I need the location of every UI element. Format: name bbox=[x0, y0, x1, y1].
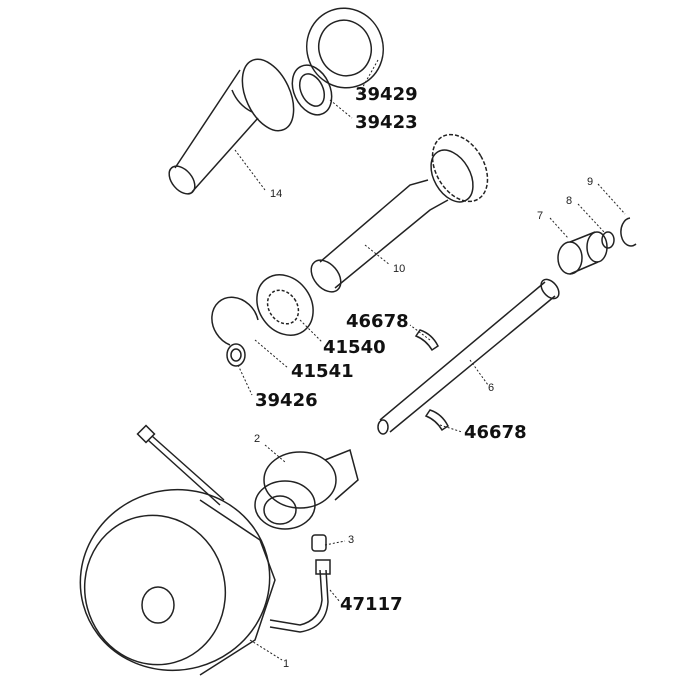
part-number-gasket: 39429 bbox=[355, 84, 418, 105]
pipe-part bbox=[136, 424, 331, 633]
circlip-part bbox=[211, 296, 259, 346]
part-number-circlip: 41541 bbox=[291, 361, 354, 382]
ref-ring-9: 9 bbox=[587, 176, 594, 188]
ref-clutch: 1 bbox=[283, 658, 290, 670]
ring-9-part bbox=[620, 217, 637, 247]
ref-ring-8: 8 bbox=[566, 195, 573, 207]
release-bearing-part bbox=[254, 448, 359, 530]
clutch-part bbox=[79, 488, 276, 676]
part-number-needle-upper: 46678 bbox=[346, 311, 409, 332]
ref-bearing-cage: 7 bbox=[537, 210, 544, 222]
part-number-seal-small: 39426 bbox=[255, 390, 318, 411]
ref-tube: 14 bbox=[270, 188, 283, 200]
part-number-needle-lower: 46678 bbox=[464, 422, 527, 443]
leader-lines bbox=[234, 59, 489, 661]
needle-bearing-lower bbox=[424, 409, 449, 432]
fitting-part bbox=[311, 534, 327, 552]
shaft-part bbox=[377, 278, 560, 435]
ref-release-bearing: 2 bbox=[254, 433, 261, 445]
part-number-bearing: 41540 bbox=[323, 337, 386, 358]
bearing-cage-part bbox=[557, 231, 608, 275]
gasket-part bbox=[306, 7, 384, 89]
small-seal-part bbox=[226, 343, 246, 367]
tube-part bbox=[168, 58, 295, 195]
shaft-gear-part bbox=[310, 133, 489, 293]
needle-bearing-upper bbox=[414, 329, 439, 352]
ref-fitting: 3 bbox=[348, 534, 355, 546]
part-number-seal-top: 39423 bbox=[355, 112, 418, 133]
bearing-part bbox=[256, 274, 314, 336]
seal-part bbox=[291, 64, 333, 116]
ring-8-part bbox=[601, 231, 615, 249]
part-number-pipe: 47117 bbox=[340, 594, 403, 615]
ref-shaft: 6 bbox=[488, 382, 495, 394]
ref-shaft-gear: 10 bbox=[393, 263, 406, 275]
